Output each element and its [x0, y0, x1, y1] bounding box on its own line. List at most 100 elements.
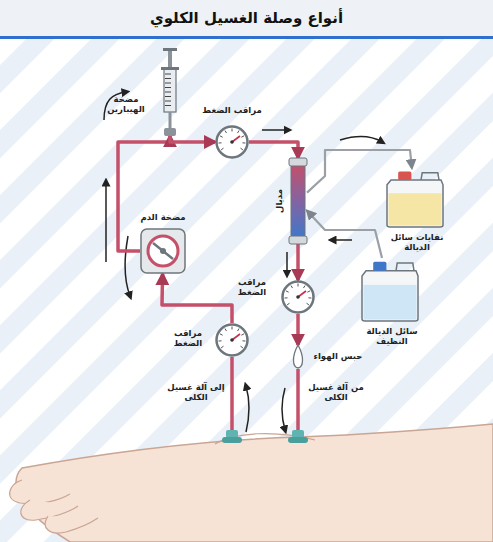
gauge-tick	[237, 328, 239, 331]
waste-container: نفايات سائل الديالة	[385, 168, 445, 228]
container-handle	[421, 173, 439, 180]
syringe-tick	[165, 96, 171, 97]
component-label: سائل الديالة النظيف	[361, 326, 423, 346]
clean-dialysate-container: سائل الديالة النظيف	[360, 258, 420, 322]
blood-tube	[162, 274, 232, 323]
gauge-tick	[221, 148, 223, 150]
pressure-monitor: مراقب الضغط	[215, 125, 249, 159]
pump-rotor	[148, 236, 178, 266]
gauge-tick	[240, 346, 242, 348]
gauge-tick	[219, 142, 222, 143]
gauge-tick	[303, 285, 305, 288]
heparin-tee	[164, 128, 176, 136]
blood-pump: مضخة الدم	[140, 228, 186, 274]
dialysate-tube	[307, 211, 382, 258]
blood-tube	[249, 142, 298, 158]
direction-label: من آلة غسيل الكلى	[306, 382, 366, 402]
blood-tube	[296, 314, 300, 345]
dialyzer-cap	[289, 236, 307, 244]
syringe-tick	[165, 87, 171, 88]
needle	[288, 430, 308, 443]
flow-arrow	[105, 182, 107, 262]
component-label: مراقب الضغط	[162, 328, 214, 348]
air-trap-icon	[292, 345, 304, 369]
component-label: نفايات سائل الديالة	[386, 232, 448, 252]
gauge-tick	[286, 291, 289, 292]
pump-housing	[141, 229, 185, 273]
gauge-face	[217, 325, 248, 356]
clean-dialysate-container-icon	[360, 258, 420, 322]
component-label: مراقب الضغط	[202, 105, 261, 115]
gauge-tick	[220, 334, 223, 335]
component-label: مضخة الدم	[140, 212, 185, 222]
pump-arm	[153, 243, 173, 259]
gauge-tick	[232, 129, 233, 132]
flow-arrow	[125, 236, 130, 296]
finger	[10, 480, 70, 504]
blood-tube	[170, 136, 215, 142]
blood-tube	[230, 357, 234, 432]
gauge-tick	[232, 327, 233, 330]
flow-arrow	[282, 388, 285, 430]
gauge-tick	[298, 284, 299, 287]
component-label: حبس الهواء	[314, 351, 363, 361]
container-body	[362, 271, 418, 321]
pressure-monitor: مراقب الضغط	[281, 280, 315, 314]
container-liquid	[389, 193, 442, 225]
syringe-tick	[165, 105, 171, 106]
gauge-tick	[285, 297, 288, 298]
gauge-face	[283, 282, 314, 313]
gauge-tick	[308, 297, 311, 298]
gauge-tick	[242, 340, 245, 341]
syringe-handle	[163, 48, 177, 51]
striped-ground	[0, 36, 493, 542]
heparin-pump: مضخة الهيبارين	[160, 48, 180, 136]
blood-pump-icon	[140, 228, 186, 274]
gauge-tick	[219, 340, 222, 341]
syringe-tick	[165, 78, 171, 79]
syringe-tick	[165, 101, 171, 102]
gauge-pivot	[230, 338, 234, 342]
blood-tube	[296, 369, 300, 432]
syringe-tick	[165, 74, 171, 75]
gauge-tick	[291, 285, 293, 288]
dialyzer: مديال	[289, 158, 307, 244]
flow-arrow	[262, 129, 288, 131]
title-bar: أنواع وصلة الغسيل الكلوي	[0, 0, 493, 39]
syringe-tick	[165, 83, 171, 84]
component-label: مضخة الهيبارين	[95, 94, 157, 114]
syringe-tick	[165, 92, 171, 93]
gauge-tick	[220, 136, 223, 137]
syringe-nozzle	[169, 112, 172, 130]
air-trap: حبس الهواء	[292, 345, 304, 369]
container-body	[387, 180, 443, 227]
pressure-monitor-icon	[215, 323, 249, 357]
gauge-tick	[241, 334, 244, 335]
syringe-barrel	[164, 68, 176, 112]
gauge-tick	[221, 346, 223, 348]
container-handle	[396, 263, 414, 271]
gauge-pivot	[296, 295, 300, 299]
arm	[16, 424, 493, 542]
component-label: مراقب الضغط	[226, 277, 278, 297]
component-label: مديال	[274, 189, 284, 213]
blood-tube	[296, 244, 300, 280]
flow-arrow	[286, 252, 288, 274]
gauge-tick	[287, 303, 289, 305]
pressure-monitor-icon	[281, 280, 315, 314]
gauge-tick	[237, 130, 239, 133]
direction-label: إلى آلة غسيل الكلى	[166, 382, 226, 402]
gauge-face	[217, 127, 248, 158]
heparin-pump-icon	[160, 48, 180, 136]
finger	[45, 516, 98, 533]
diagram-title: أنواع وصلة الغسيل الكلوي	[0, 0, 493, 36]
syringe-plunger	[168, 48, 172, 70]
gauge-tick	[241, 136, 244, 137]
air-trap-chamber	[294, 345, 303, 368]
flow-arrow	[246, 386, 249, 432]
container-liquid	[364, 285, 417, 320]
needle	[222, 430, 242, 443]
